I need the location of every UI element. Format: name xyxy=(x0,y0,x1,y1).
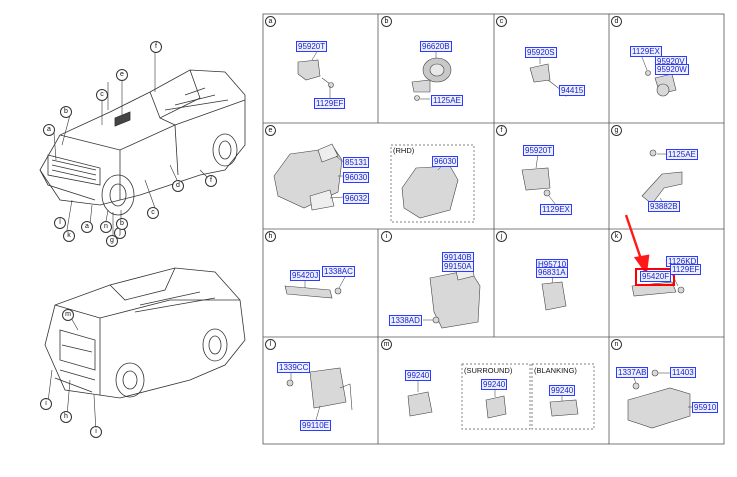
cell-letter-i: i xyxy=(381,231,392,242)
front-marker-c: c xyxy=(96,89,108,101)
part-callout[interactable]: 1125AE xyxy=(431,95,463,106)
car-front-illustration xyxy=(39,69,246,216)
front-marker-l: l xyxy=(54,217,66,229)
cell-letter-f: f xyxy=(496,125,507,136)
cell-letter-b: b xyxy=(381,16,392,27)
front-marker-b2: b xyxy=(116,218,128,230)
cell-letter-l: l xyxy=(265,339,276,350)
selection-highlight xyxy=(635,268,675,286)
front-marker-g: g xyxy=(106,235,118,247)
front-marker-f2: f xyxy=(205,175,217,187)
part-callout[interactable]: 95920T xyxy=(523,145,555,156)
cell-letter-c: c xyxy=(496,16,507,27)
car-rear-illustration xyxy=(44,267,246,399)
parts-grid xyxy=(262,13,725,445)
red-arrow xyxy=(624,214,650,276)
front-marker-b: b xyxy=(60,106,72,118)
blanking-subbox xyxy=(531,363,595,430)
part-callout[interactable]: 96030 xyxy=(343,172,370,183)
cell-letter-m: m xyxy=(381,339,392,350)
front-marker-a2: a xyxy=(81,221,93,233)
front-leaders xyxy=(53,52,209,237)
part-callout[interactable]: 96030 xyxy=(432,156,459,167)
part-callout[interactable]: 1337AB xyxy=(616,367,649,378)
rear-marker-i2: i xyxy=(90,426,102,438)
front-marker-a: a xyxy=(43,124,55,136)
part-callout[interactable]: 99240 xyxy=(405,370,432,381)
cell-letter-h: h xyxy=(265,231,276,242)
rear-marker-m: m xyxy=(62,309,74,321)
part-callout[interactable]: 99110E xyxy=(300,420,331,431)
part-callout[interactable]: 1129EF xyxy=(670,264,702,275)
part-callout[interactable]: 1125AE xyxy=(666,149,698,160)
part-callout[interactable]: 1129EF xyxy=(314,98,346,109)
part-callout[interactable]: 85131 xyxy=(343,157,370,168)
cell-letter-g: g xyxy=(611,125,622,136)
rear-marker-h: h xyxy=(60,411,72,423)
part-callout[interactable]: 1339CC xyxy=(277,362,311,373)
part-callout[interactable]: 1338AD xyxy=(389,315,422,326)
rear-leaders xyxy=(47,315,97,433)
surround-note: (SURROUND) xyxy=(464,366,513,375)
blanking-note: (BLANKING) xyxy=(534,366,577,375)
rhd-subbox xyxy=(390,144,475,223)
part-callout[interactable]: 99240 xyxy=(549,385,576,396)
part-callout[interactable]: 95420J xyxy=(290,270,321,281)
part-callout[interactable]: 95920S xyxy=(525,47,557,58)
cell-letter-e: e xyxy=(265,125,276,136)
part-callout[interactable]: 11403 xyxy=(670,367,696,378)
cell-letter-a: a xyxy=(265,16,276,27)
part-callout[interactable]: 95920T xyxy=(296,41,328,52)
cell-letter-j: j xyxy=(496,231,507,242)
part-callout[interactable]: 96032 xyxy=(343,193,370,204)
part-callout[interactable]: 1129EX xyxy=(540,204,572,215)
front-marker-e: e xyxy=(116,69,128,81)
cell-letter-n: n xyxy=(611,339,622,350)
rear-marker-i: i xyxy=(40,398,52,410)
part-callout[interactable]: 95920W xyxy=(655,64,689,75)
front-marker-d: d xyxy=(172,180,184,192)
part-callout[interactable]: 1129EX xyxy=(630,46,662,57)
front-marker-k: k xyxy=(63,230,75,242)
front-marker-f: f xyxy=(150,41,162,53)
part-callout[interactable]: 96831A xyxy=(536,267,568,278)
front-marker-c2: c xyxy=(147,207,159,219)
part-callout[interactable]: 99240 xyxy=(481,379,508,390)
part-callout[interactable]: 95910 xyxy=(692,402,719,413)
part-callout[interactable]: 94415 xyxy=(559,85,586,96)
part-callout[interactable]: 93882B xyxy=(648,201,680,212)
part-callout[interactable]: 96620B xyxy=(420,41,452,52)
part-callout-selected[interactable]: 95420F xyxy=(640,271,672,282)
surround-subbox xyxy=(461,363,531,430)
front-marker-n: n xyxy=(100,221,112,233)
cell-letter-d: d xyxy=(611,16,622,27)
rhd-note: (RHD) xyxy=(393,146,415,155)
part-callout[interactable]: 1338AC xyxy=(322,266,355,277)
cell-letter-k: k xyxy=(611,231,622,242)
part-callout[interactable]: 99150A xyxy=(442,261,474,272)
